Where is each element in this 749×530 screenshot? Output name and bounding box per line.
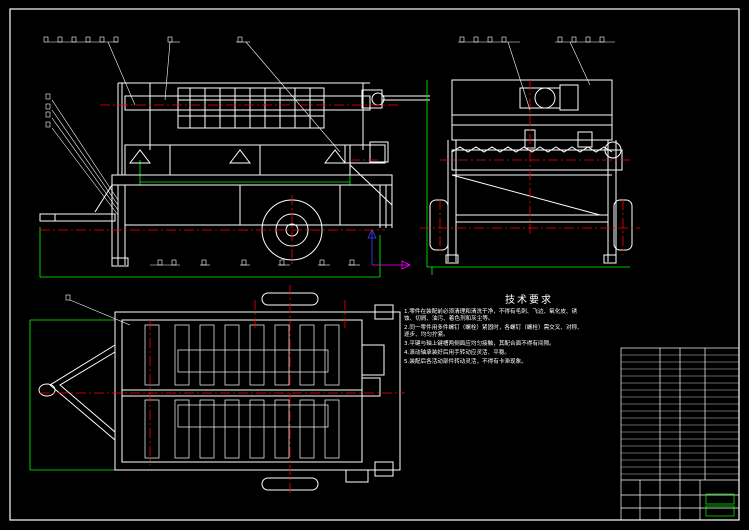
tech-requirement-1a: 1.零件在装配前必须清理和清洗干净，不得有毛刺、飞边、氧化皮、锈 (404, 309, 578, 315)
top-view (29, 292, 401, 491)
tech-requirement-1b: 蚀、切屑、油污、着色剂和灰尘等。 (404, 316, 494, 322)
side-view (426, 36, 633, 275)
tech-requirement-2a: 2.同一零件用多件螺钉（螺栓）紧固时，各螺钉（螺栓）需交叉、对称、 (404, 325, 583, 331)
title-block (620, 347, 740, 521)
tech-requirement-3: 3.平键与轴上键槽两侧面应均匀接触，其配合面不得有间隙。 (404, 341, 555, 347)
drawing-frame (9, 8, 740, 521)
tech-requirement-2b: 逐步、均匀拧紧。 (404, 332, 449, 338)
tech-requirements-title: 技术要求 (505, 295, 553, 306)
tech-requirement-5: 5.装配后各活动部件转动灵活，不得有卡滞现象。 (404, 359, 527, 365)
tech-requirement-4: 4.滚动轴承装好后用手转动应灵活、平稳。 (404, 350, 511, 356)
